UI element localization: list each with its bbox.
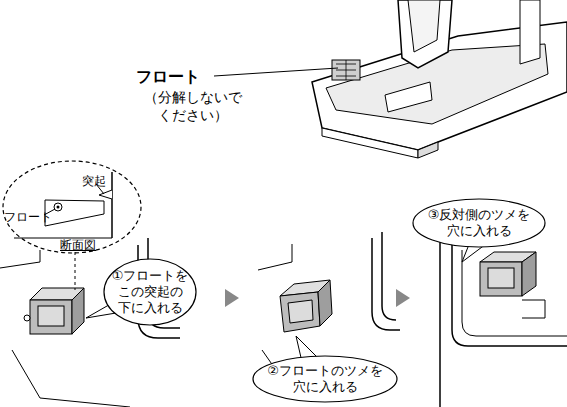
tank-wall [452, 240, 567, 346]
inset-text: フロート [4, 210, 52, 224]
step-arrow [225, 289, 239, 307]
tank-floor [12, 350, 130, 407]
tank-wall [0, 250, 40, 268]
step-arrow [396, 289, 410, 307]
protrusion [99, 190, 112, 199]
tank-wall [258, 244, 292, 270]
callout-text: ②フロートのツメを 穴に入れる [263, 363, 387, 395]
callout-text: ①フロートを この突起の 下に入れる [108, 268, 192, 316]
bubble-body: ③反対側のツメを 穴に入れる [412, 198, 546, 248]
float-window [488, 268, 514, 288]
callout-bubble: ②フロートのツメを 穴に入れる [252, 355, 398, 403]
tank-wall [382, 232, 396, 320]
tray-lip [322, 128, 418, 158]
float-front [30, 300, 72, 334]
callout-bubble: ③反対側のツメを 穴に入れる [412, 198, 546, 248]
bubble-ellipse [3, 161, 141, 253]
float-detail [336, 60, 356, 80]
inset-circle: 突起フロート断面図 [2, 160, 142, 254]
bubble-ellipse [253, 356, 397, 402]
float-claw [24, 315, 30, 321]
tank-wall [439, 232, 441, 407]
float-symbol [332, 60, 360, 80]
inset-wall [111, 172, 113, 238]
float-pivot [57, 206, 60, 209]
leader-line [214, 68, 338, 76]
float-pivot [54, 203, 62, 211]
tank-wall [462, 250, 567, 336]
part-label: （分解しないで ください） [134, 88, 252, 124]
callout-text: ③反対側のツメを 穴に入れる [424, 207, 534, 239]
tray-lip-side [418, 142, 438, 158]
inset-leader [75, 252, 76, 290]
bubble-ellipse [104, 259, 196, 325]
tray-post-slot [408, 0, 440, 52]
float-side [318, 280, 332, 326]
float-side [72, 288, 84, 334]
tank-part [522, 300, 545, 318]
float-front [480, 262, 522, 296]
bubble-body: ②フロートのツメを 穴に入れる [252, 355, 398, 403]
part-label: フロート [136, 68, 226, 86]
float-front [280, 292, 320, 332]
tray-post [520, 0, 540, 64]
float-window [288, 300, 313, 323]
tray-post [398, 0, 452, 68]
callout-bubble: ①フロートを この突起の 下に入れる [103, 258, 197, 326]
tray-rib [385, 82, 432, 112]
inset-text: 突起 [82, 174, 106, 188]
bubble-body: ①フロートを この突起の 下に入れる [103, 258, 197, 326]
float-side [522, 252, 536, 296]
inset-text: 断面図 [60, 238, 96, 252]
float-section [45, 200, 104, 226]
float-window [38, 306, 64, 326]
bubble-ellipse [413, 199, 545, 247]
